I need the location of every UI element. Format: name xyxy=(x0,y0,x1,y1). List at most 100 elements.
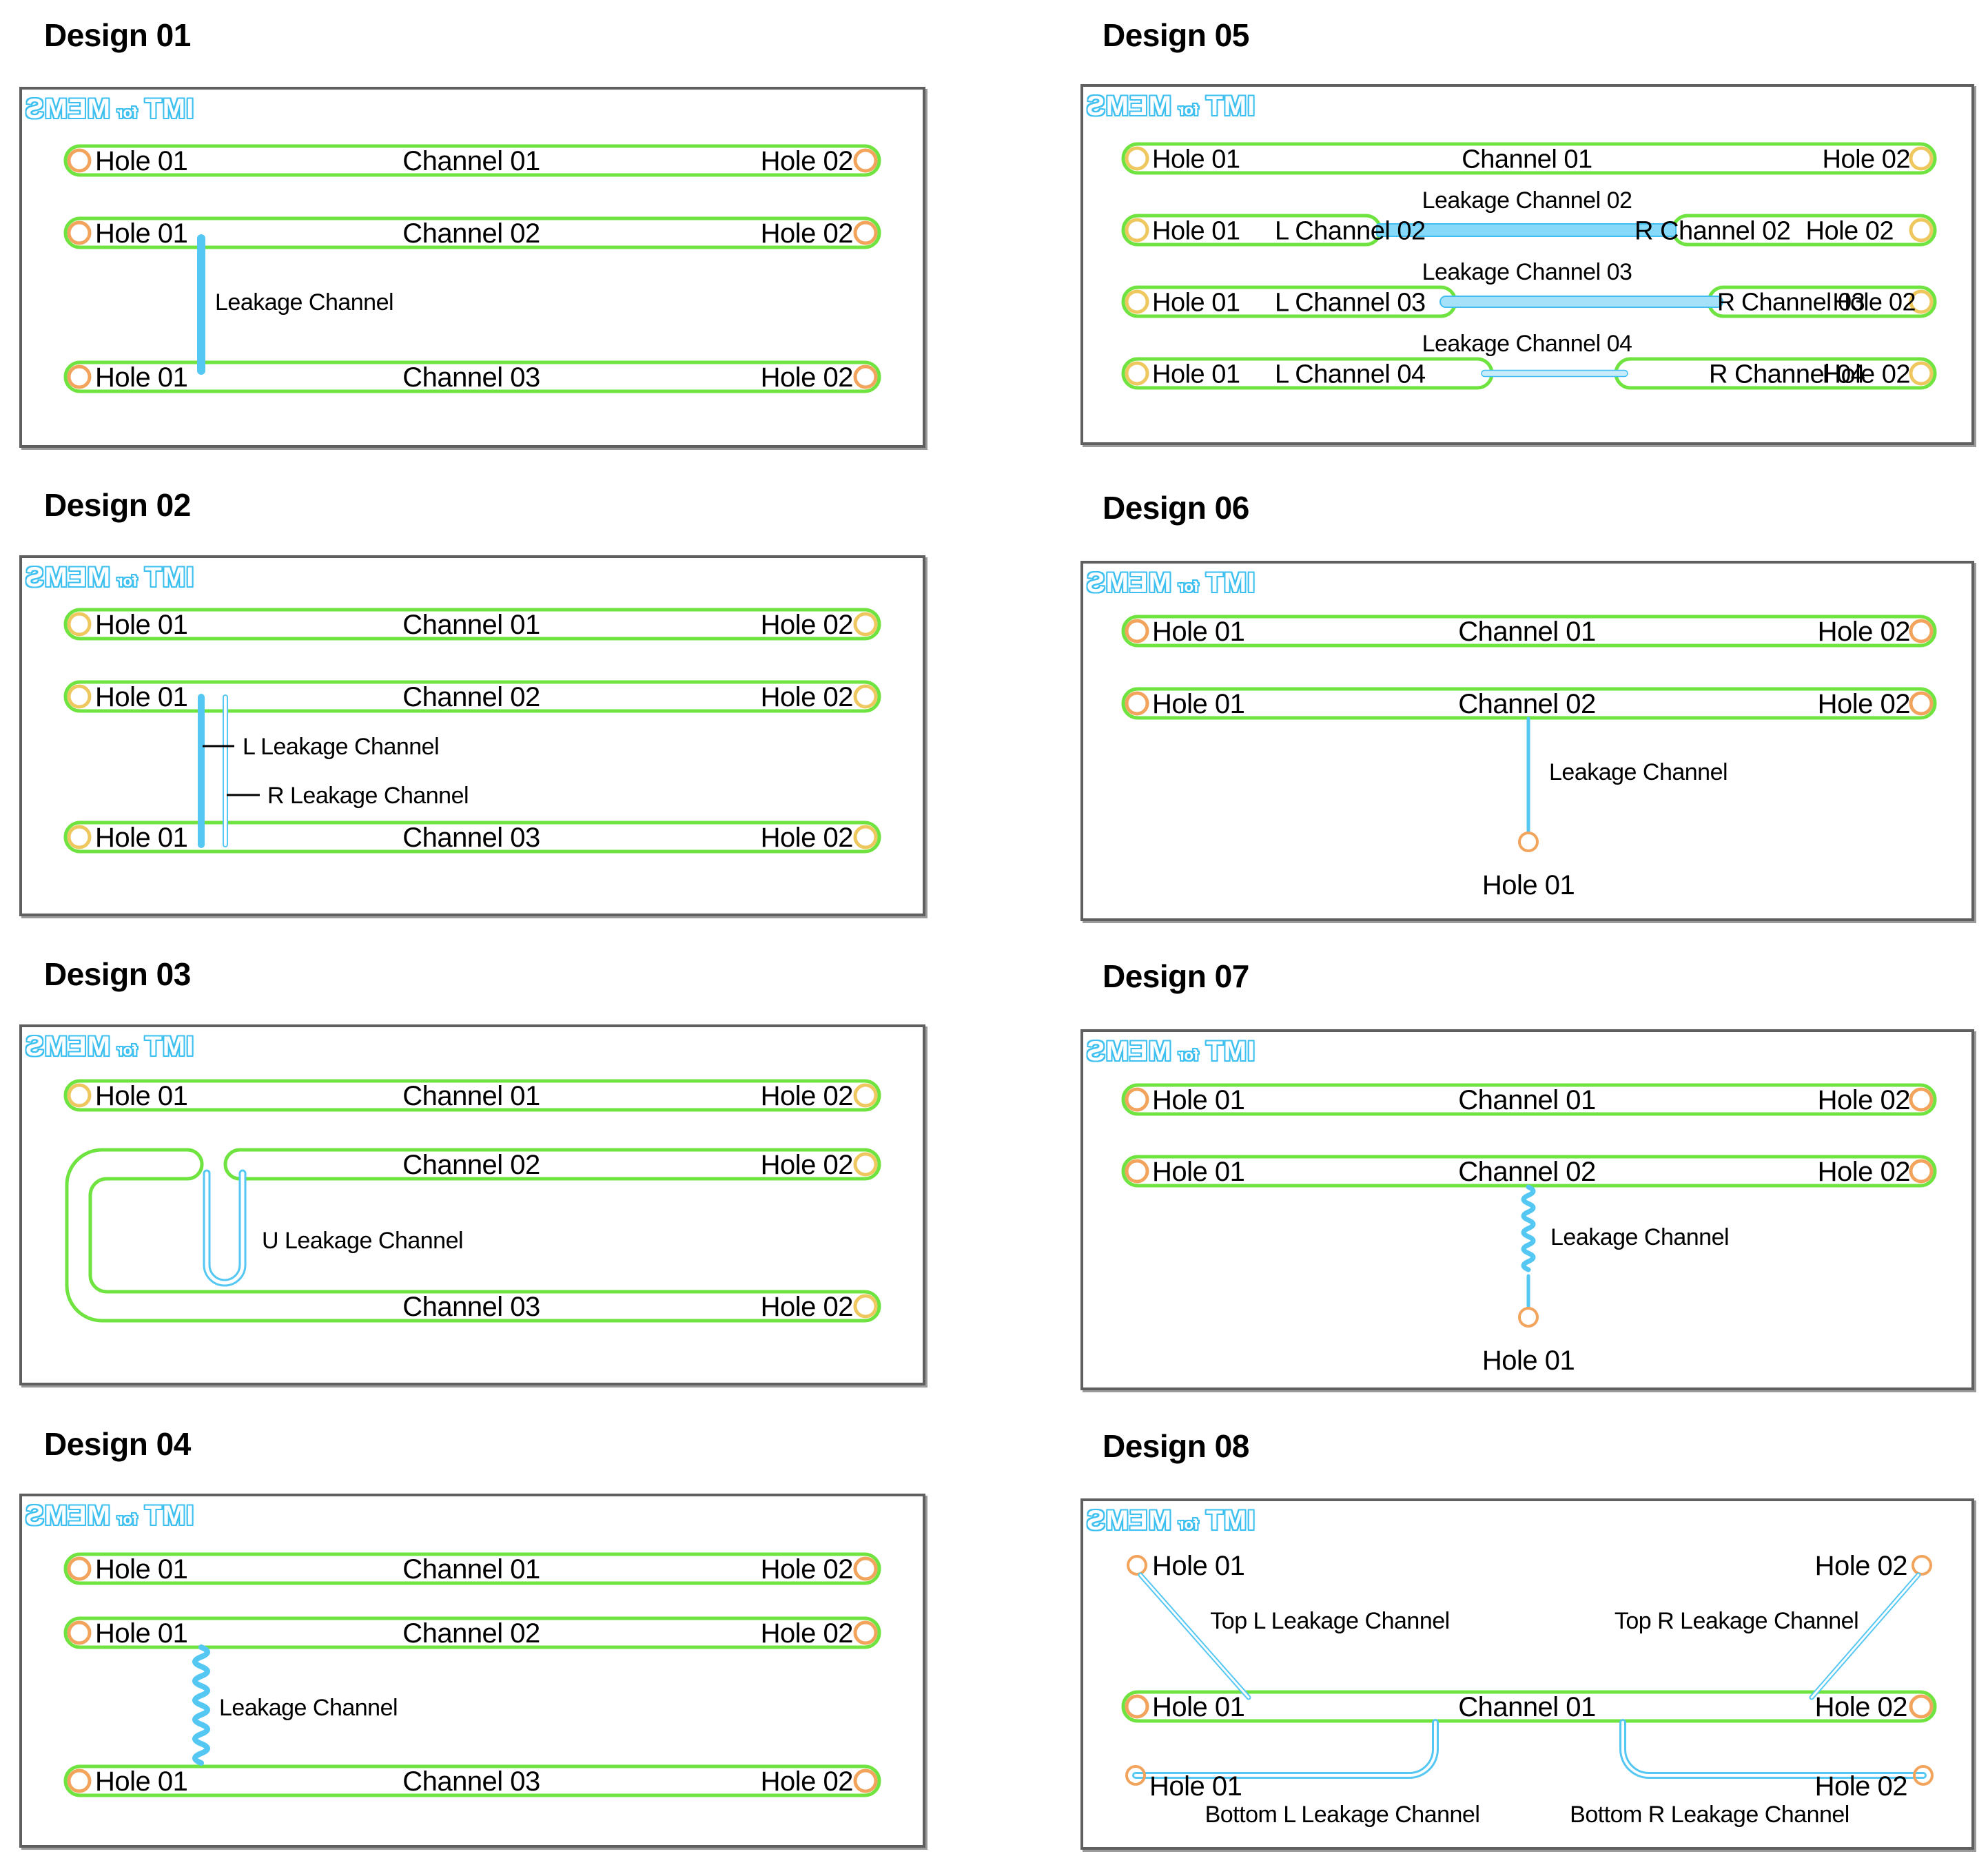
leakage-channel-core xyxy=(1810,1574,1920,1699)
channel-label: Channel 02 xyxy=(402,218,540,249)
hole-label: Hole 01 xyxy=(1152,288,1240,317)
hole-label: Hole 01 xyxy=(1152,145,1240,174)
logo-imt-text: IMT xyxy=(144,562,194,592)
hole-icon xyxy=(1909,1694,1934,1719)
logo-imt-text: IMT xyxy=(1205,1036,1256,1066)
leakage-label: Top L Leakage Channel xyxy=(1210,1608,1449,1634)
channel-label: L Channel 04 xyxy=(1275,360,1426,389)
hole-icon xyxy=(1909,619,1934,643)
logo-mems-text: MEMS xyxy=(25,1500,110,1531)
hole-icon xyxy=(853,1620,878,1645)
hole-label: Hole 02 xyxy=(1815,1771,1907,1802)
hole-icon xyxy=(1909,691,1934,716)
leakage-label: Bottom R Leakage Channel xyxy=(1570,1802,1849,1828)
hole-label: Hole 01 xyxy=(95,1081,187,1111)
logo-mems-text: MEMS xyxy=(25,562,110,592)
corner-hole-icon xyxy=(1912,1555,1932,1576)
hole-icon xyxy=(67,825,92,849)
hole-icon xyxy=(67,684,92,709)
logo-mems-text: MEMS xyxy=(25,1031,110,1062)
leakage-channel-core xyxy=(1139,1574,1250,1699)
channel-label: Channel 01 xyxy=(402,146,540,176)
hole-icon xyxy=(1125,1159,1149,1184)
channel-outline xyxy=(63,360,881,393)
hole-icon xyxy=(1125,361,1149,386)
logo-for-text: for xyxy=(117,1511,138,1528)
leakage-label: Leakage Channel 02 xyxy=(1422,187,1632,214)
hole-label: Hole 02 xyxy=(761,610,853,640)
hole-label: Hole 02 xyxy=(1818,1085,1910,1115)
channel-outline xyxy=(63,608,881,641)
channel-outline xyxy=(63,216,881,249)
hole-icon xyxy=(853,1083,878,1108)
channel-outline xyxy=(1121,615,1937,648)
hole-icon xyxy=(1125,1694,1149,1719)
corner-hole-icon xyxy=(1913,1765,1934,1786)
hole-label: Hole 02 xyxy=(761,218,853,249)
leakage-channel-squiggle xyxy=(192,1644,210,1766)
channel-label: R Channel 03 xyxy=(1717,288,1865,316)
design-04-title: Design 04 xyxy=(44,1426,191,1462)
leakage-label: R Leakage Channel xyxy=(267,783,469,809)
channel-label: Channel 03 xyxy=(402,1766,540,1797)
leakage-channel-outline xyxy=(203,1169,247,1287)
hole-label: Hole 01 xyxy=(95,1618,187,1649)
channel-outline xyxy=(88,1177,107,1294)
design-08-title: Design 08 xyxy=(1103,1428,1249,1464)
channel-label: Channel 01 xyxy=(1458,1085,1596,1115)
leakage-label: Leakage Channel xyxy=(1549,759,1728,785)
design-03-title: Design 03 xyxy=(44,956,191,992)
leakage-label: Leakage Channel 04 xyxy=(1422,331,1632,357)
hole-icon xyxy=(853,825,878,849)
channel-outline xyxy=(65,1148,103,1323)
hole-label: Hole 01 xyxy=(1152,617,1244,647)
channel-label: Channel 02 xyxy=(402,1618,540,1649)
channel-label: R Channel 04 xyxy=(1709,360,1865,389)
leakage-channel-core xyxy=(1134,1721,1437,1777)
hole-icon xyxy=(1909,1087,1934,1112)
logo-for-text: for xyxy=(117,104,138,121)
hole-label: Hole 02 xyxy=(1818,689,1910,719)
hole-label: Hole 01 xyxy=(1152,1692,1244,1722)
leakage-channel-core xyxy=(1621,1721,1925,1777)
hole-label: Hole 01 xyxy=(1482,1345,1575,1376)
logo-for-text: for xyxy=(117,573,138,590)
leakage-channel-bar xyxy=(1439,296,1723,308)
channel-label: Channel 01 xyxy=(402,1554,540,1585)
channel-outline xyxy=(63,1552,881,1585)
channel-outline xyxy=(63,144,881,177)
corner-hole-icon xyxy=(1127,1555,1147,1576)
hole-icon xyxy=(853,612,878,637)
logo-mems-text: MEMS xyxy=(1086,568,1171,598)
hole-label: Hole 02 xyxy=(761,1618,853,1649)
hole-label: Hole 02 xyxy=(1806,216,1894,245)
imt-for-mems-logo: IMT for MEMS xyxy=(25,562,194,593)
channel-label: Channel 03 xyxy=(402,1292,540,1322)
logo-for-text: for xyxy=(1178,1516,1199,1533)
channel-outline xyxy=(1121,142,1937,175)
leakage-label: Leakage Channel xyxy=(219,1695,398,1721)
channel-outline xyxy=(63,821,881,854)
hole-label: Hole 02 xyxy=(761,1150,853,1180)
hole-label: Hole 01 xyxy=(95,146,187,176)
hole-icon xyxy=(67,1768,92,1793)
hole-icon xyxy=(67,612,92,637)
channel-outline xyxy=(63,680,881,713)
hole-icon xyxy=(67,1620,92,1645)
design-02-title: Design 02 xyxy=(44,487,191,523)
hole-label: Hole 02 xyxy=(1823,360,1910,389)
logo-for-text: for xyxy=(117,1042,138,1059)
leakage-label: Top R Leakage Channel xyxy=(1615,1608,1858,1634)
leakage-channel-bar xyxy=(1376,223,1677,237)
corner-hole-icon xyxy=(1125,1765,1146,1786)
channel-label: R Channel 02 xyxy=(1635,216,1790,245)
channel-label: L Channel 03 xyxy=(1275,288,1426,317)
hole-icon xyxy=(67,1556,92,1581)
logo-imt-text: IMT xyxy=(1205,91,1256,121)
channel-label: Channel 02 xyxy=(402,682,540,712)
hole-icon xyxy=(67,220,92,245)
